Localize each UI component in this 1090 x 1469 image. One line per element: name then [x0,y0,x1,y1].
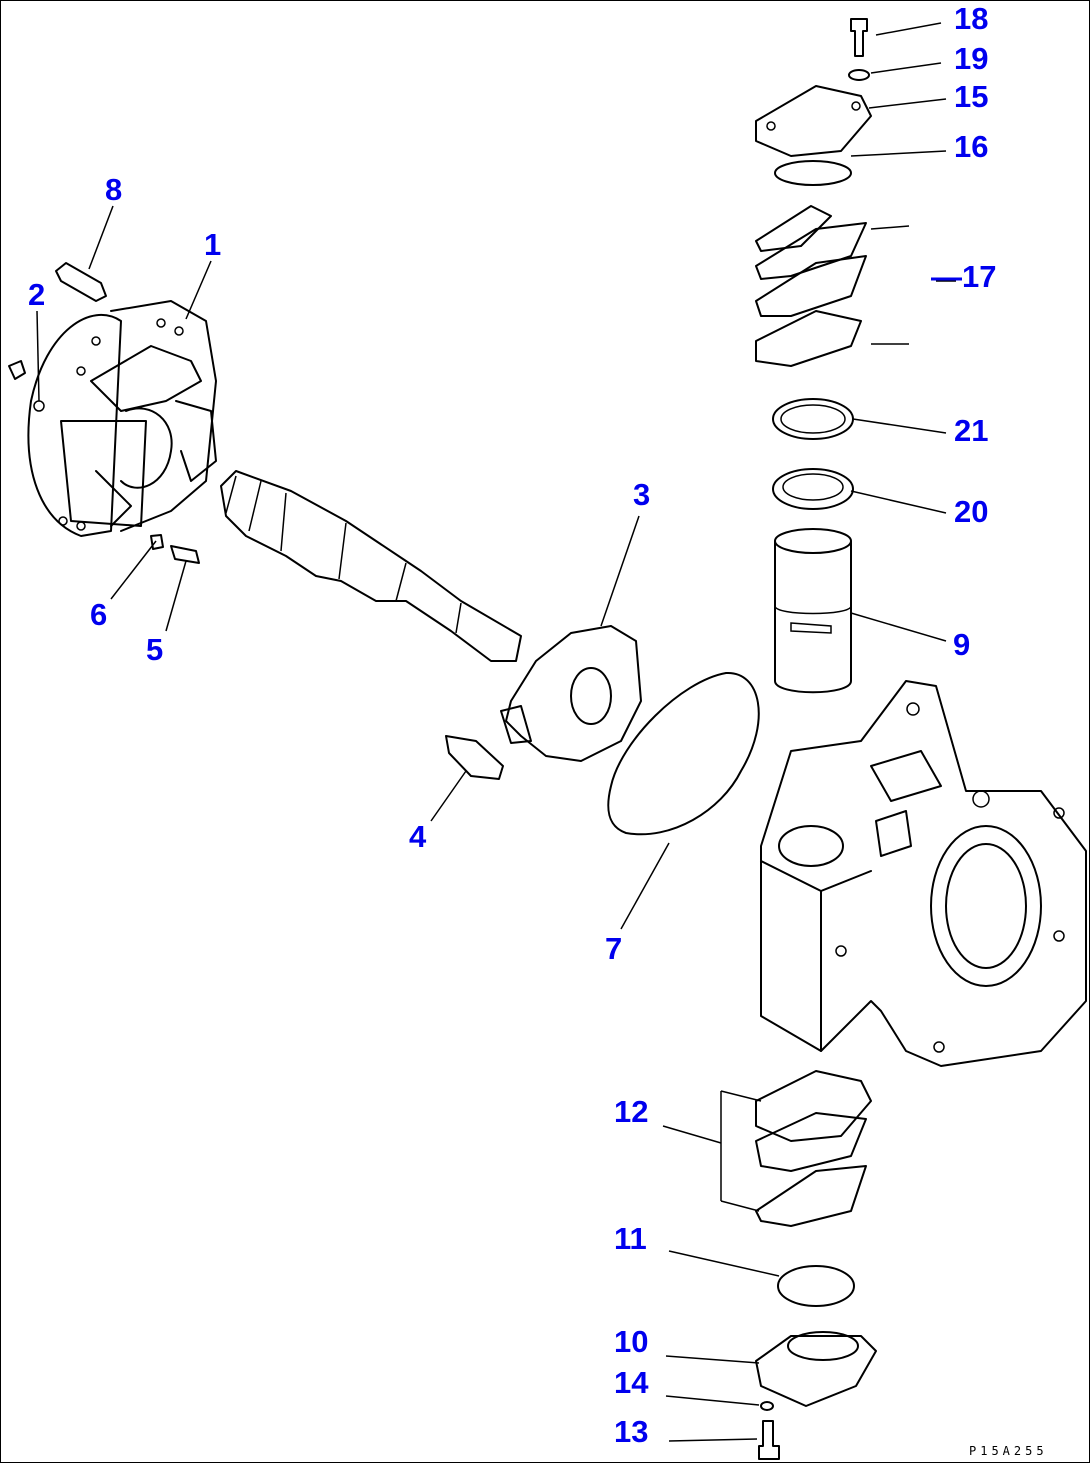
callout-4: 4 [409,819,427,854]
callout-2: 2 [28,277,46,312]
callout-17: —17 [931,259,997,294]
part-18-bolt [850,18,868,57]
part-1-housing [27,300,217,537]
callout-18: 18 [954,1,989,36]
callout-14: 14 [614,1365,649,1400]
part-10-flange [755,1331,877,1407]
callout-6: 6 [90,597,108,632]
callout-11: 11 [614,1221,647,1256]
part-4-key [445,735,504,780]
part-12-shims [755,1070,872,1227]
callout-20: 20 [954,494,989,529]
part-13-bolt [758,1420,780,1460]
part-20-seal [772,468,854,510]
callout-7: 7 [605,931,623,966]
callout-1: 1 [204,227,222,262]
part-11-o-ring [777,1265,855,1307]
callout-12: 12 [614,1094,649,1129]
part-21-ring [772,398,854,440]
part-19-washer [848,69,870,81]
part-5-pin [170,545,200,564]
part-14-washer [760,1401,774,1411]
callout-16: 16 [954,129,989,164]
callout-8: 8 [105,172,123,207]
part-6-pin [150,534,164,550]
callout-19: 19 [954,41,989,76]
main-body [760,680,1087,1067]
leader-lines [36,22,956,1442]
callout-21: 21 [954,413,989,448]
drive-shaft [220,470,522,662]
callout-9: 9 [953,627,971,662]
part-17-shims [755,205,867,367]
part-2-plug [8,360,26,380]
callout-3: 3 [633,477,651,512]
callout-5: 5 [146,632,164,667]
callout-10: 10 [614,1324,649,1359]
part-7-o-ring [607,671,760,836]
drawing-code: P15A255 [969,1444,1048,1458]
part-15-flange [755,85,872,157]
part-16-ring [774,160,852,186]
callout-15: 15 [954,79,989,114]
part-3-cover [500,625,642,762]
part-9-bushing [774,528,852,694]
part-8-fitting [55,262,107,302]
callout-13: 13 [614,1414,649,1449]
